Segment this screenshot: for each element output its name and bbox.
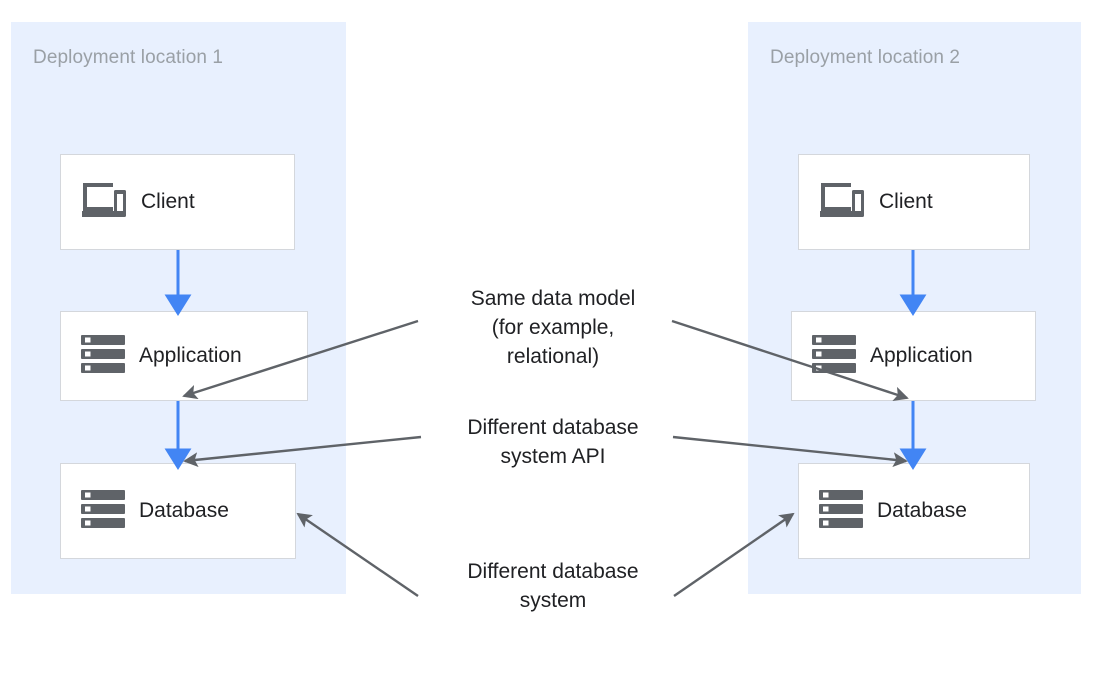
node-client-left[interactable]: Client (60, 154, 295, 250)
node-client-left-label: Client (141, 190, 195, 213)
node-database-left-label: Database (139, 499, 229, 522)
deployment-zone-1-label: Deployment location 1 (33, 47, 224, 68)
node-client-right-label: Client (879, 190, 933, 213)
annotation-line-different-database-system-left (296, 512, 419, 597)
node-database-right[interactable]: Database (798, 463, 1030, 559)
annotation-same-data-model: Same data model (for example, relational… (470, 287, 636, 368)
server-icon (81, 489, 125, 534)
devices-icon (81, 181, 127, 224)
deployment-zone-2-label: Deployment location 2 (770, 47, 961, 68)
annotation-line-different-database-system-api-left (183, 435, 422, 468)
node-database-left[interactable]: Database (60, 463, 296, 559)
annotation-different-database-system: Different database system (467, 560, 639, 612)
node-application-right-label: Application (870, 344, 973, 367)
node-client-right[interactable]: Client (798, 154, 1030, 250)
node-application-right[interactable]: Application (791, 311, 1036, 401)
server-icon (81, 334, 125, 379)
node-application-left-label: Application (139, 344, 242, 367)
annotation-line-different-database-system-right (673, 512, 795, 597)
annotation-different-database-system-api: Different database system API (467, 416, 639, 468)
annotation-line-same-data-model-left (182, 319, 419, 400)
server-icon (819, 489, 863, 534)
annotation-line-different-database-system-api-right (672, 435, 908, 468)
annotation-line-same-data-model-right (671, 319, 909, 402)
devices-icon (819, 181, 865, 224)
node-database-right-label: Database (877, 499, 967, 522)
